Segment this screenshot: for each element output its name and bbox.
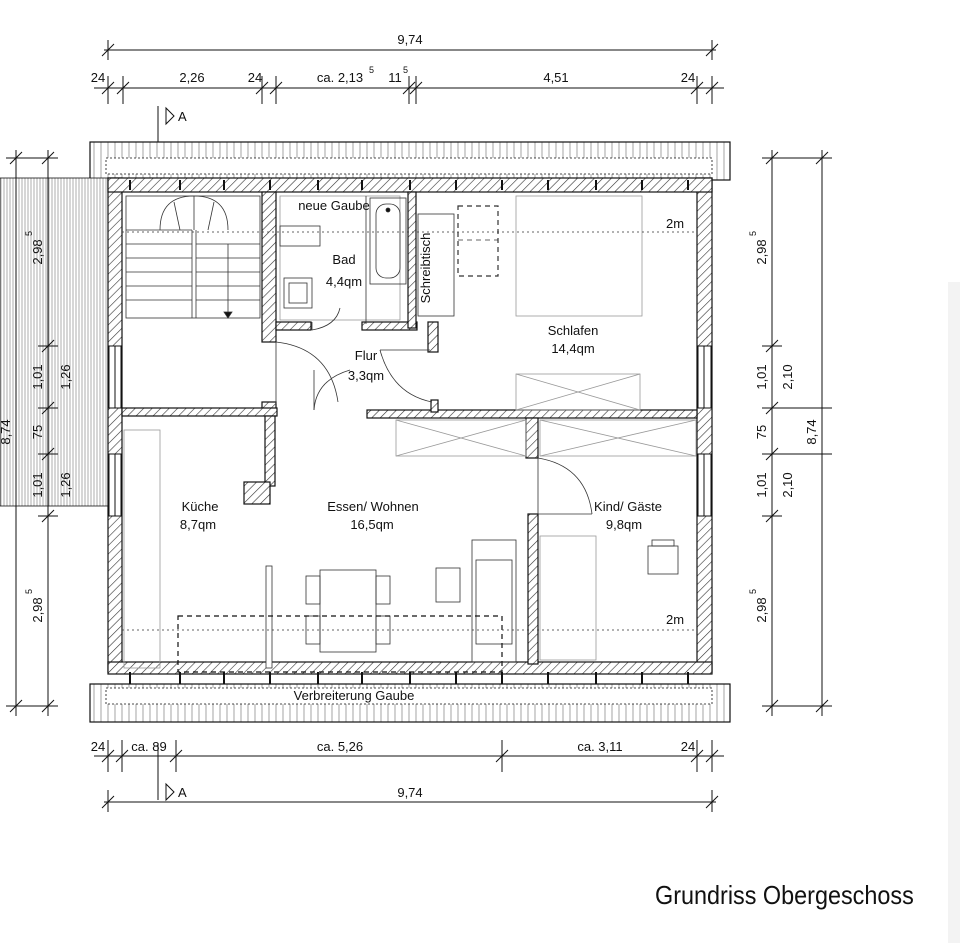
staircase [125, 195, 261, 319]
gutter-top [105, 157, 713, 175]
label-neue-gaube: neue Gaube [298, 198, 370, 213]
dim-right-a-sup: 5 [748, 231, 758, 236]
section-marker-top-label: A [178, 109, 187, 124]
page-edge-strip [948, 282, 960, 943]
dim-right-d: 1,01 [754, 472, 769, 497]
label-schreibtisch: Schreibtisch [418, 233, 433, 304]
dim-left-b2: 1,26 [58, 364, 73, 389]
doors [275, 307, 593, 515]
dim-top-seg-c: 24 [248, 70, 262, 85]
label-kind-area: 9,8qm [606, 517, 642, 532]
dim-top-seg-b: 2,26 [179, 70, 204, 85]
label-essen-area: 16,5qm [350, 517, 393, 532]
drawing-title: Grundriss Obergeschoss [655, 880, 914, 910]
label-flur: Flur [355, 348, 378, 363]
top-dimensions [94, 40, 724, 104]
kitchen-counter [123, 429, 161, 669]
left-dimensions [6, 150, 58, 716]
label-2m-top: 2m [666, 216, 684, 231]
dim-right-b2: 2,10 [780, 364, 795, 389]
section-marker-bottom [157, 744, 175, 802]
label-essen: Essen/ Wohnen [327, 499, 419, 514]
dim-left-c: 75 [30, 425, 45, 439]
dim-right-a: 2,98 [754, 239, 769, 264]
dim-top-seg-e: 11 [388, 70, 402, 85]
walls [107, 177, 713, 675]
dim-left-e: 2,98 [30, 597, 45, 622]
label-bad: Bad [332, 252, 355, 267]
label-2m-bottom: 2m [666, 612, 684, 627]
dim-top-seg-g: 24 [681, 70, 695, 85]
label-verbreiterung: Verbreiterung Gaube [294, 688, 415, 703]
living-furniture [265, 535, 679, 669]
dim-left-e-sup: 5 [24, 589, 34, 594]
dim-left-b: 1,01 [30, 364, 45, 389]
section-marker-bottom-label: A [178, 785, 187, 800]
dim-top-seg-d-sup: 5 [369, 65, 374, 75]
dim-left-overall: 8,74 [0, 419, 13, 444]
dim-right-overall: 8,74 [804, 419, 819, 444]
dim-right-b: 1,01 [754, 364, 769, 389]
dim-top-seg-f: 4,51 [543, 70, 568, 85]
dim-left-d2: 1,26 [58, 472, 73, 497]
dim-bottom-seg-d: ca. 3,11 [577, 739, 622, 754]
dim-left-a: 2,98 [30, 239, 45, 264]
dim-right-e: 2,98 [754, 597, 769, 622]
label-kind: Kind/ Gäste [594, 499, 662, 514]
dim-right-d2: 2,10 [780, 472, 795, 497]
dim-bottom-seg-b: ca. 89 [131, 739, 166, 754]
dormer-outline [177, 615, 503, 673]
bottom-dimensions [94, 740, 724, 812]
dim-right-c: 75 [754, 425, 769, 439]
dim-left-d: 1,01 [30, 472, 45, 497]
dim-bottom-seg-c: ca. 5,26 [317, 739, 363, 754]
label-schlafen-area: 14,4qm [551, 341, 594, 356]
label-bad-area: 4,4qm [326, 274, 362, 289]
dim-top-seg-e-sup: 5 [403, 65, 408, 75]
desk [417, 205, 499, 317]
balcony-left [0, 177, 109, 507]
label-flur-area: 3,3qm [348, 368, 384, 383]
gutter-bottom [105, 687, 713, 705]
dim-left-a-sup: 5 [24, 231, 34, 236]
bathroom-fixtures [279, 195, 407, 324]
windows [108, 345, 712, 517]
label-kueche: Küche [182, 499, 219, 514]
label-schlafen: Schlafen [548, 323, 599, 338]
rafter-ticks [129, 180, 689, 684]
dim-bottom-seg-e: 24 [681, 739, 695, 754]
bed [515, 195, 643, 317]
dim-top-seg-d: ca. 2,13 [317, 70, 363, 85]
dim-bottom-overall: 9,74 [397, 785, 422, 800]
label-kueche-area: 8,7qm [180, 517, 216, 532]
dim-bottom-seg-a: 24 [91, 739, 105, 754]
dim-top-overall: 9,74 [397, 32, 422, 47]
dim-top-seg-a: 24 [91, 70, 105, 85]
right-dimensions [762, 150, 832, 716]
dim-right-e-sup: 5 [748, 589, 758, 594]
wardrobes [395, 373, 697, 457]
